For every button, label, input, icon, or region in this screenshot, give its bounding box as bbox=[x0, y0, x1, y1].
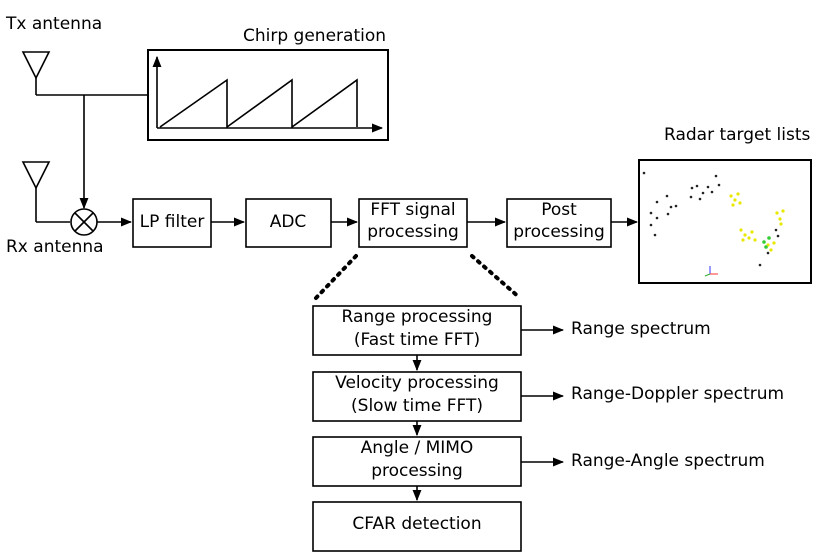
rx-antenna-label: Rx antenna bbox=[6, 237, 104, 257]
target-axes-icon bbox=[704, 266, 718, 277]
range-doppler-spectrum-label: Range-Doppler spectrum bbox=[571, 384, 785, 404]
target-points bbox=[642, 171, 785, 277]
lp-filter-label: LP filter bbox=[139, 212, 205, 232]
fft-label-line2: processing bbox=[367, 222, 459, 242]
angle-processing-line2: processing bbox=[371, 461, 463, 481]
range-angle-spectrum-label: Range-Angle spectrum bbox=[571, 451, 765, 471]
velocity-processing-line2: (Slow time FFT) bbox=[351, 396, 483, 416]
tx-antenna-icon bbox=[21, 51, 51, 95]
post-label-line2: processing bbox=[513, 222, 605, 242]
fft-label-line1: FFT signal bbox=[370, 200, 456, 220]
adc-label: ADC bbox=[269, 212, 307, 232]
output-arrows bbox=[521, 325, 565, 467]
post-label-line1: Post bbox=[541, 200, 577, 220]
post-processing-box bbox=[506, 198, 612, 248]
range-processing-line2: (Fast time FFT) bbox=[353, 330, 481, 350]
mixer-icon bbox=[70, 208, 98, 236]
radar-target-list-box bbox=[638, 159, 812, 284]
rx-antenna-icon bbox=[21, 161, 51, 222]
chirp-generation-title: Chirp generation bbox=[243, 26, 387, 46]
range-processing-box bbox=[312, 305, 522, 356]
fft-expansion-dotted-lines bbox=[314, 254, 522, 300]
cfar-detection-label: CFAR detection bbox=[352, 514, 482, 534]
adc-box bbox=[245, 198, 332, 248]
cfar-detection-box bbox=[312, 501, 522, 552]
lp-filter-box bbox=[132, 198, 212, 248]
range-spectrum-label: Range spectrum bbox=[571, 319, 711, 339]
tx-antenna-label: Tx antenna bbox=[6, 14, 103, 34]
radar-target-lists-title: Radar target lists bbox=[664, 125, 811, 145]
fft-processing-box bbox=[358, 198, 468, 248]
velocity-processing-line1: Velocity processing bbox=[335, 373, 499, 393]
range-processing-line1: Range processing bbox=[341, 307, 493, 327]
angle-processing-box bbox=[312, 436, 522, 487]
chirp-waveform-plot bbox=[152, 55, 384, 133]
chirp-generation-box bbox=[147, 49, 389, 141]
angle-processing-line1: Angle / MIMO bbox=[360, 438, 474, 458]
